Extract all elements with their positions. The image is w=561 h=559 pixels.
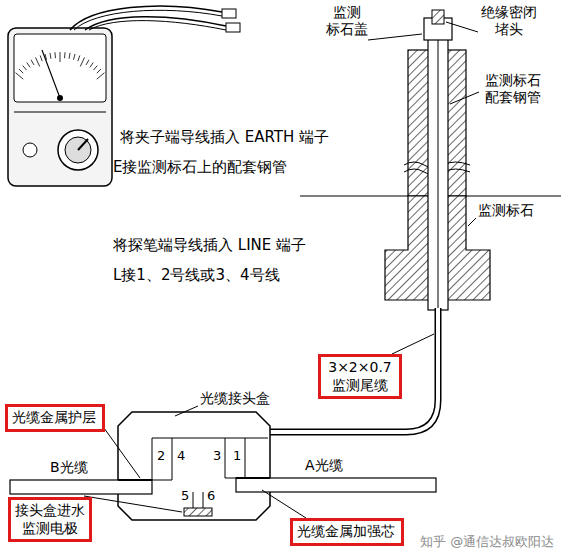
part-label: 光缆接头盒	[200, 390, 270, 407]
monitoring-stone	[300, 10, 561, 310]
callout-box: 光缆金属加强芯	[290, 518, 404, 546]
part-label: B光缆	[50, 459, 88, 476]
callout-text: 3×2×0.7 监测尾缆	[325, 359, 395, 394]
callout-box: 光缆金属护层	[5, 404, 105, 432]
instruction-text: E接监测标石上的配套钢管	[113, 158, 287, 176]
part-label: A光缆	[305, 457, 343, 474]
part-label: 绝缘密闭 堵头	[478, 4, 540, 38]
wire-number: 1	[233, 448, 241, 464]
instruction-text: 将夹子端导线插入 EARTH 端子	[120, 128, 329, 146]
part-label: 监测标石	[478, 202, 534, 219]
wire-number: 3	[213, 448, 221, 464]
leader-lines	[84, 22, 479, 518]
callout-box: 接头盒进水 监测电极	[8, 497, 92, 542]
wire-number: 5	[181, 488, 189, 504]
wire-number: 4	[177, 448, 185, 464]
callout-text: 光缆金属护层	[12, 409, 98, 427]
watermark: 知乎 @通信达叔欧阳达	[420, 534, 554, 550]
part-label: 监测标石 配套钢管	[482, 72, 544, 106]
instruction-text: 将探笔端导线插入 LINE 端子	[113, 236, 306, 254]
callout-text: 光缆金属加强芯	[297, 523, 397, 541]
callout-text: 接头盒进水 监测电极	[15, 502, 85, 537]
instruction-text: L接1、2号线或3、4号线	[113, 266, 280, 284]
wire-number: 2	[157, 448, 165, 464]
part-label: 监测 标石盖	[324, 4, 370, 38]
callout-box: 3×2×0.7 监测尾缆	[318, 354, 402, 399]
wire-number: 6	[207, 488, 215, 504]
